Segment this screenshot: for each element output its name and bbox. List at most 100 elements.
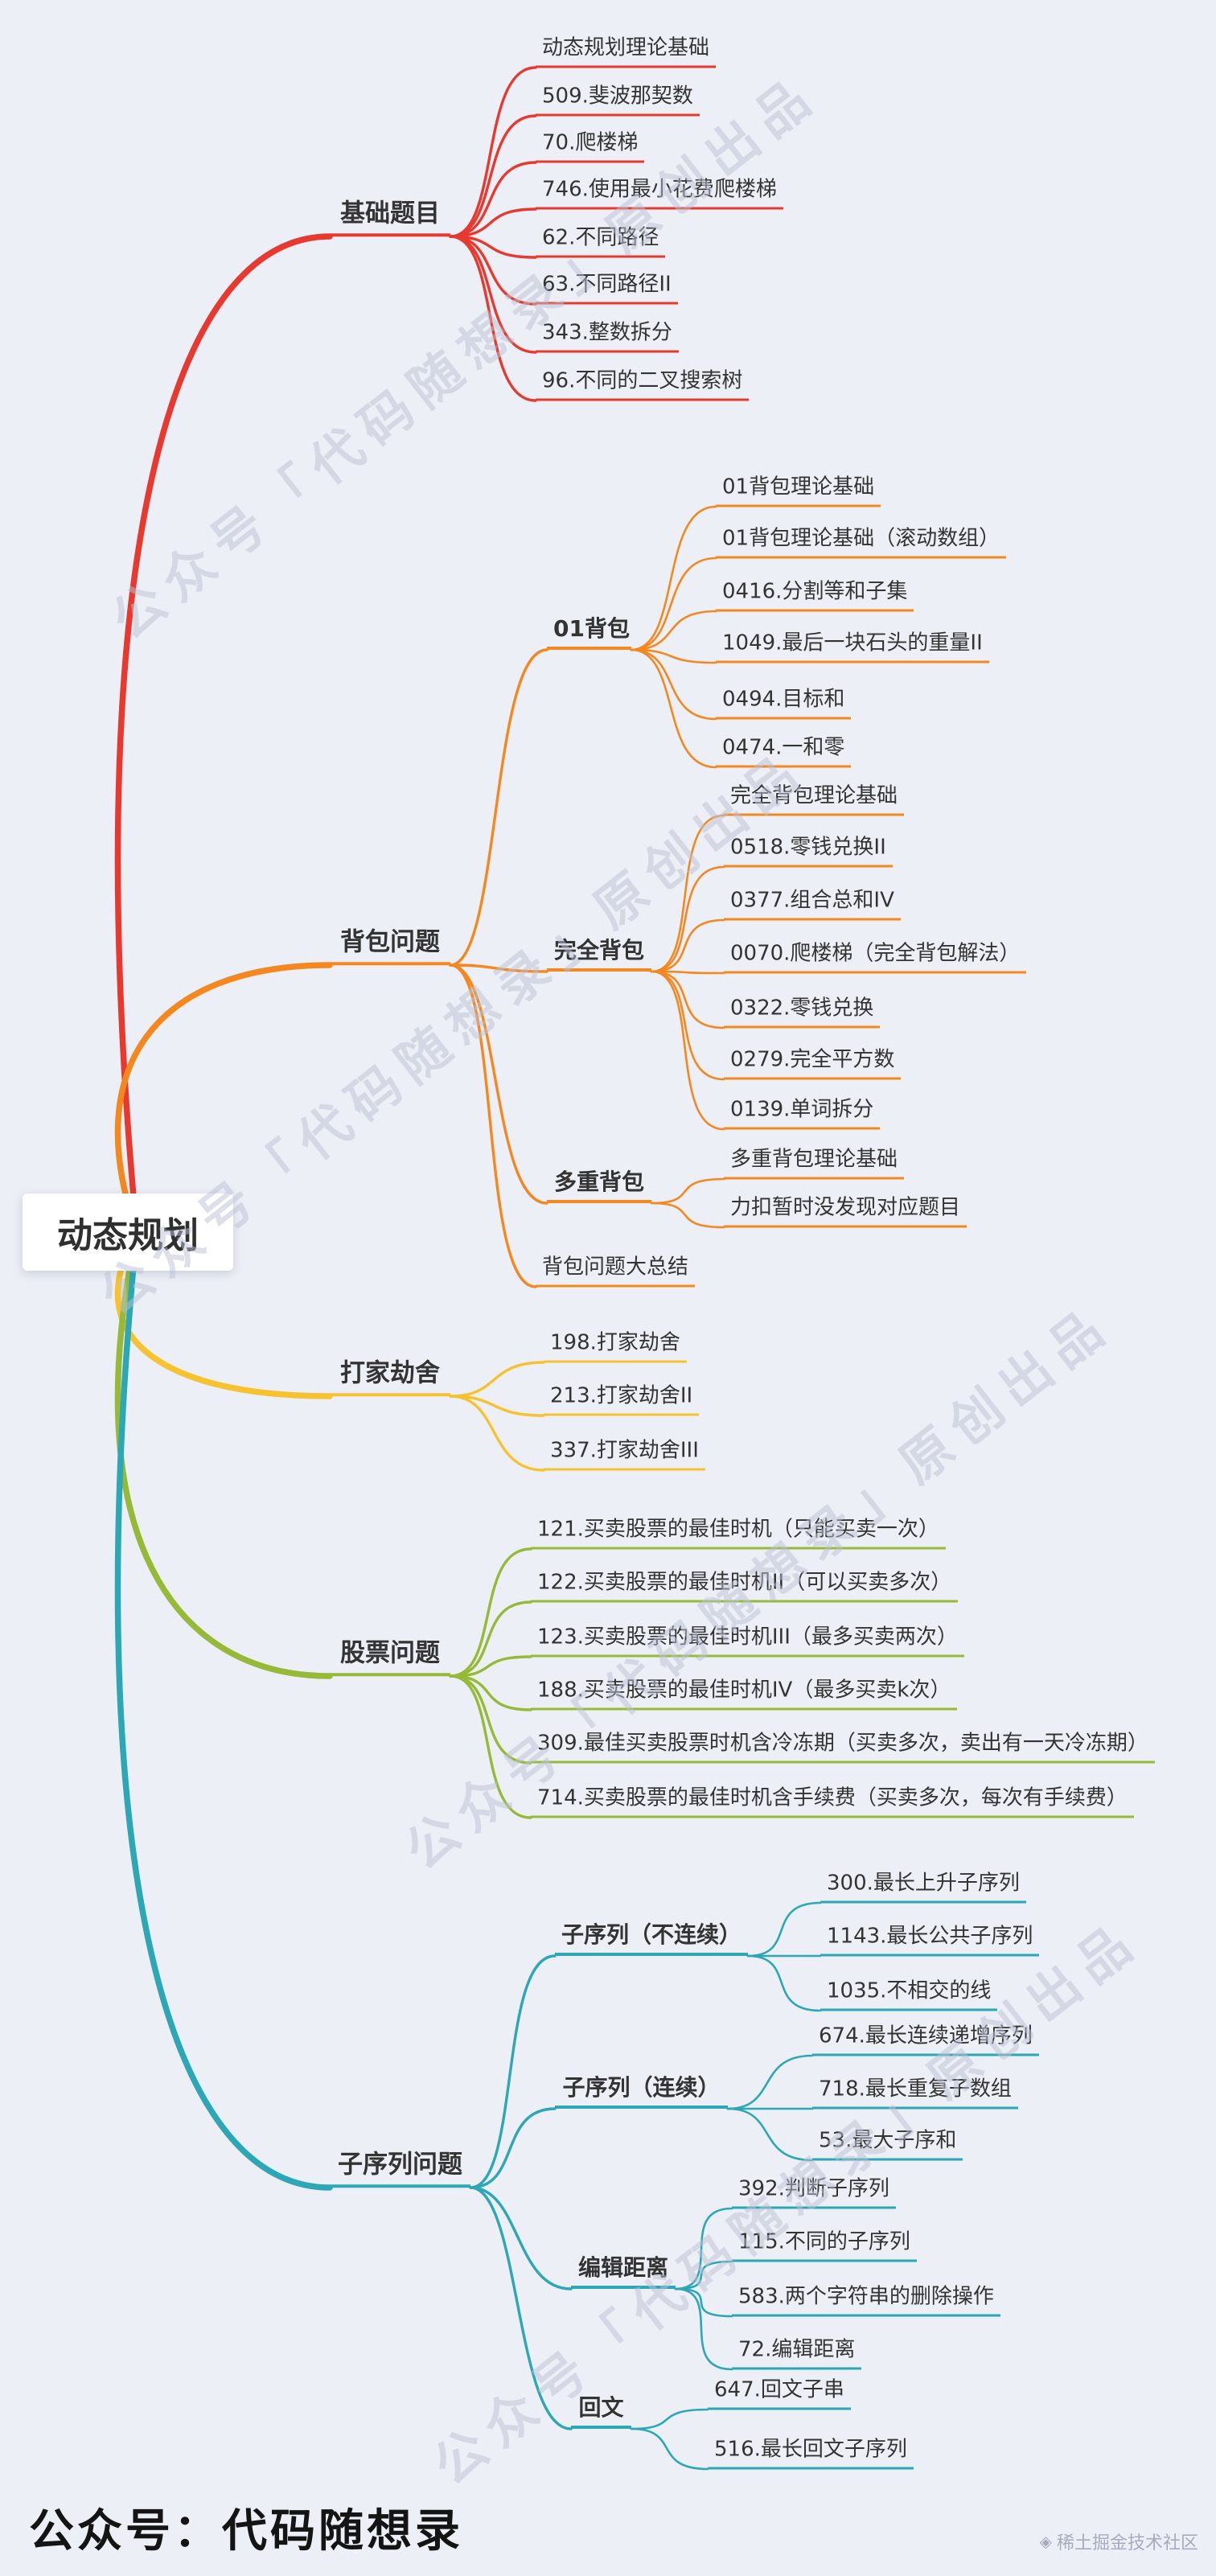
leaf-label: 1143.最长公共子序列 xyxy=(820,1922,1040,1956)
leaf-label: 509.斐波那契数 xyxy=(536,82,700,116)
connector-line xyxy=(630,557,717,651)
leaf-label: 343.整数拆分 xyxy=(536,318,679,352)
connector-line xyxy=(449,66,537,238)
connector-line xyxy=(650,970,725,1131)
leaf-label: 309.最佳买卖股票时机含冷冻期（买卖多次，卖出有一天冷冻期） xyxy=(531,1729,1155,1763)
leaf-label: 122.买卖股票的最佳时机II（可以买卖多次） xyxy=(531,1568,959,1602)
subbranch-label: 01背包 xyxy=(547,613,631,650)
connector-line xyxy=(674,2260,733,2290)
leaf-label: 583.两个字符串的删除操作 xyxy=(732,2282,1000,2316)
leaf-label: 01背包理论基础（滚动数组） xyxy=(716,524,1007,558)
leaf-label: 188.买卖股票的最佳时机IV（最多买卖k次） xyxy=(531,1676,958,1710)
connector-line xyxy=(449,1655,532,1678)
connector-line xyxy=(674,2287,733,2318)
leaf-label: 0377.组合总和IV xyxy=(724,886,901,920)
leaf-label: 115.不同的子序列 xyxy=(732,2228,917,2262)
leaf-label: 123.买卖股票的最佳时机III（最多买卖两次） xyxy=(531,1623,964,1657)
branch-label: 背包问题 xyxy=(330,925,450,965)
connector-line xyxy=(650,1177,725,1205)
branch-label: 打家劫舍 xyxy=(330,1356,450,1396)
connector-line xyxy=(630,505,717,651)
leaf-label: 0494.目标和 xyxy=(716,685,852,719)
subbranch-label: 完全背包 xyxy=(547,935,651,972)
connector-line xyxy=(449,648,548,967)
connector-line xyxy=(449,1600,532,1678)
leaf-label: 力扣暂时没发现对应题目 xyxy=(724,1194,967,1227)
leaf-label: 01背包理论基础 xyxy=(716,473,881,507)
connector-line xyxy=(114,962,333,1235)
leaf-label: 198.打家劫舍 xyxy=(544,1329,687,1362)
connector-line xyxy=(726,2054,814,2110)
connector-line xyxy=(650,970,725,1029)
connector-line xyxy=(630,648,717,664)
leaf-label: 完全背包理论基础 xyxy=(724,782,905,816)
leaf-label: 70.爬楼梯 xyxy=(536,129,645,162)
connector-line xyxy=(114,1229,333,2191)
connector-line xyxy=(449,235,537,354)
leaf-label: 0322.零钱兑换 xyxy=(724,994,881,1028)
leaf-label: 746.使用最小花费爬楼梯 xyxy=(536,175,783,209)
leaf-label: 0416.分割等和子集 xyxy=(716,577,914,611)
connector-line xyxy=(469,2186,573,2290)
leaf-label: 213.打家劫舍II xyxy=(544,1382,700,1415)
leaf-label: 1049.最后一块石头的重量II xyxy=(716,629,989,663)
leaf-label: 96.不同的二叉搜索树 xyxy=(536,367,750,401)
connector-line xyxy=(449,235,537,402)
connector-line xyxy=(449,114,537,238)
branch-label: 子序列问题 xyxy=(330,2147,470,2188)
connector-line xyxy=(726,2107,814,2162)
connector-line xyxy=(449,963,537,1288)
connector-line xyxy=(449,1674,532,1711)
leaf-label: 动态规划理论基础 xyxy=(536,34,717,68)
leaf-label: 1035.不相交的线 xyxy=(820,1977,998,2011)
connector-line xyxy=(746,1954,822,2012)
connector-line xyxy=(114,233,333,1235)
connector-line xyxy=(449,1361,545,1398)
leaf-label: 516.最长回文子序列 xyxy=(708,2435,914,2469)
leaf-label: 多重背包理论基础 xyxy=(724,1145,905,1179)
connector-line xyxy=(449,1674,532,1765)
connector-line xyxy=(746,1901,822,1958)
leaf-label: 62.不同路径 xyxy=(536,224,666,257)
leaf-label: 392.判断子序列 xyxy=(732,2175,896,2208)
connector-line xyxy=(650,970,725,1081)
leaf-label: 0279.完全平方数 xyxy=(724,1046,902,1079)
leaf-label: 647.回文子串 xyxy=(708,2376,851,2410)
leaf-label: 63.不同路径II xyxy=(536,270,678,304)
connector-line xyxy=(449,1547,532,1678)
connector-line xyxy=(469,2186,573,2430)
connector-line xyxy=(449,207,537,238)
juejin-credit: ◈ 稀土掘金技术社区 xyxy=(1040,2529,1198,2554)
leaf-label: 714.买卖股票的最佳时机含手续费（买卖多次，每次有手续费） xyxy=(531,1784,1134,1818)
signature-text: 公众号：代码随想录 xyxy=(29,2504,463,2558)
leaf-label: 0518.零钱兑换II xyxy=(724,833,893,867)
connector-line xyxy=(449,235,537,306)
leaf-label: 0070.爬楼梯（完全背包解法） xyxy=(724,939,1027,973)
connector-line xyxy=(650,814,725,973)
leaf-label: 718.最长重复子数组 xyxy=(812,2075,1018,2109)
connector-line xyxy=(650,865,725,973)
subbranch-label: 子序列（连续） xyxy=(555,2072,728,2109)
subbranch-label: 多重背包 xyxy=(547,1166,651,1203)
root-node: 动态规划 xyxy=(23,1194,233,1271)
connector-line xyxy=(449,1395,545,1417)
branch-label: 股票问题 xyxy=(330,1636,450,1676)
leaf-label: 0139.单词拆分 xyxy=(724,1095,881,1129)
leaf-label: 337.打家劫舍III xyxy=(544,1436,705,1470)
subbranch-label: 编辑距离 xyxy=(571,2252,676,2289)
subbranch-label: 回文 xyxy=(571,2392,631,2429)
leaf-label: 72.编辑距离 xyxy=(732,2336,862,2369)
leaf-label: 121.买卖股票的最佳时机（只能买卖一次） xyxy=(531,1515,946,1549)
connector-line xyxy=(650,918,725,973)
connector-line xyxy=(469,2107,557,2189)
connector-line xyxy=(449,963,548,1205)
leaf-label: 背包问题大总结 xyxy=(536,1253,696,1287)
leaf-label: 53.最大子序和 xyxy=(812,2126,963,2160)
connector-line xyxy=(114,1229,333,1399)
juejin-credit-label: 稀土掘金技术社区 xyxy=(1056,2533,1198,2553)
connector-line xyxy=(449,963,548,973)
leaf-label: 300.最长上升子序列 xyxy=(820,1869,1026,1903)
connector-line xyxy=(114,1229,333,1679)
connector-line xyxy=(650,970,725,975)
